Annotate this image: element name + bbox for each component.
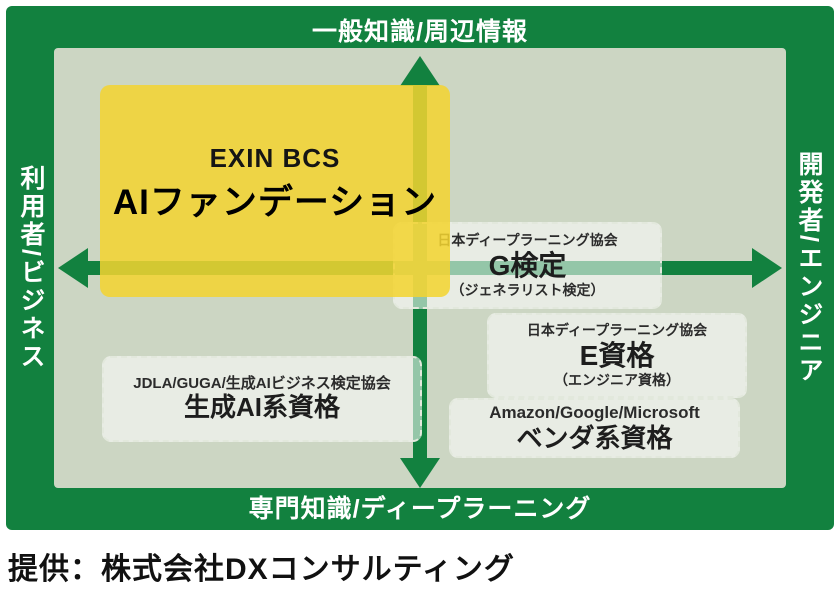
e-cert-org: 日本ディープラーニング協会: [526, 322, 708, 339]
g-test-title: G検定: [488, 249, 567, 281]
arrow-up-icon: [400, 56, 440, 86]
caption: 提供：株式会社DXコンサルティング: [8, 553, 515, 586]
quadrant-panel: 一般知識/周辺情報 専門知識/ディープラーニング 利用者/ビジネス 開発者/エン…: [6, 6, 834, 530]
genai-card: JDLA/GUGA/生成AIビジネス検定協会 生成AI系資格: [102, 356, 422, 442]
arrow-down-icon: [400, 458, 440, 488]
genai-org: JDLA/GUGA/生成AIビジネス検定協会: [133, 374, 391, 392]
genai-title: 生成AI系資格: [183, 392, 340, 423]
g-test-org: 日本ディープラーニング協会: [437, 232, 618, 249]
axis-label-bottom: 専門知識/ディープラーニング: [248, 495, 592, 523]
arrow-left-icon: [58, 248, 88, 288]
g-test-note: （ジェネラリスト検定）: [450, 281, 605, 298]
arrow-right-icon: [752, 248, 782, 288]
exin-subtitle: EXIN BCS: [209, 143, 341, 173]
axis-label-right: 開発者/エンジニア: [795, 151, 823, 385]
axis-label-top: 一般知識/周辺情報: [312, 18, 528, 46]
axis-label-left: 利用者/ビジネス: [17, 165, 45, 371]
vendor-org: Amazon/Google/Microsoft: [489, 403, 700, 423]
vendor-card: Amazon/Google/Microsoft ベンダ系資格: [449, 398, 740, 458]
e-cert-title: E資格: [579, 339, 655, 371]
exin-title: AIファンデーション: [112, 183, 438, 222]
e-cert-note: （エンジニア資格）: [554, 371, 680, 388]
vendor-title: ベンダ系資格: [516, 422, 673, 453]
exin-highlight-box: EXIN BCS AIファンデーション: [100, 85, 450, 297]
e-cert-card: 日本ディープラーニング協会 E資格 （エンジニア資格）: [487, 313, 747, 398]
